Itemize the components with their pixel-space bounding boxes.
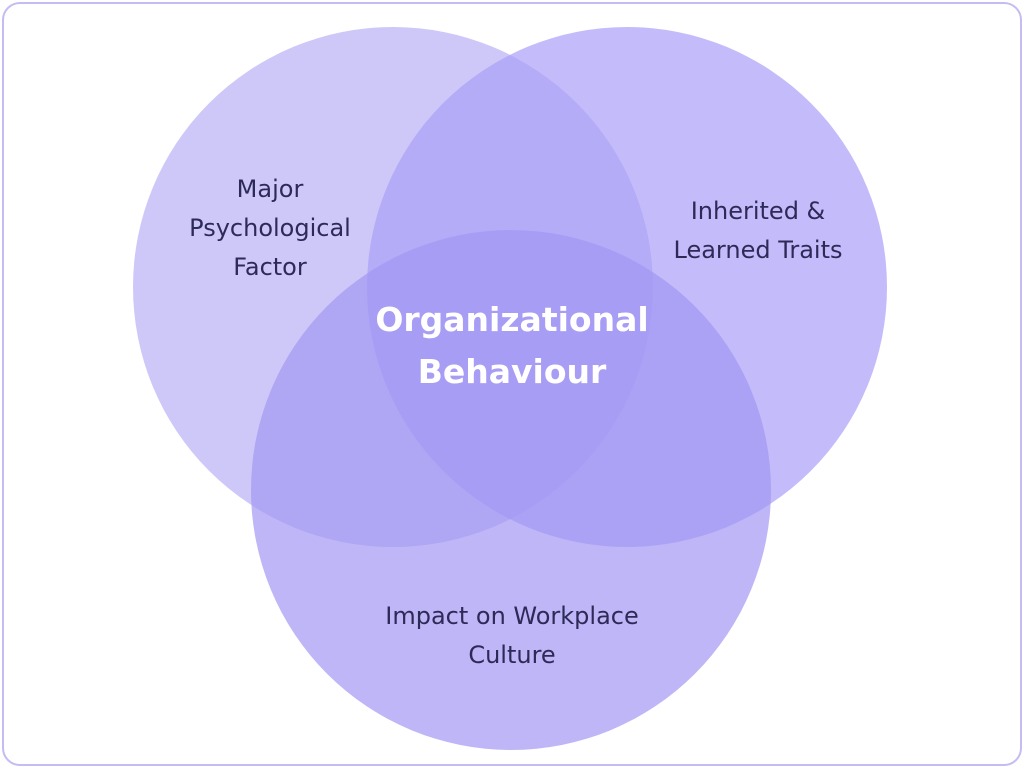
label-major-psychological-factor: Major Psychological Factor <box>189 175 351 281</box>
label-inherited-learned-traits: Inherited & Learned Traits <box>673 197 843 264</box>
venn-circle-bottom <box>251 230 771 750</box>
label-impact-workplace-culture: Impact on Workplace Culture <box>385 602 639 669</box>
label-organizational-behaviour: Organizational Behaviour <box>375 300 649 391</box>
